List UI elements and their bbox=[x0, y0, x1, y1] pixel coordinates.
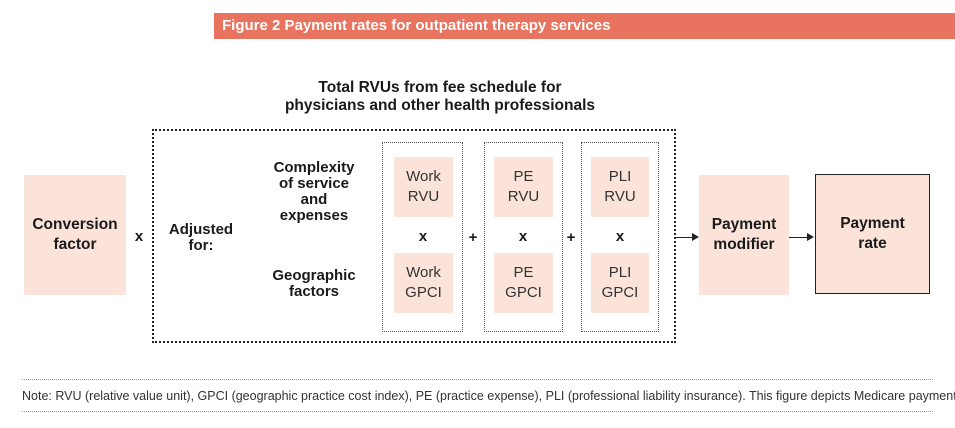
geographic-line1: Geographic bbox=[272, 267, 356, 284]
conversion-factor-box: Conversion factor bbox=[24, 175, 126, 295]
geographic-line2: factors bbox=[288, 283, 340, 300]
times-operator-pli: x bbox=[615, 228, 625, 245]
note-divider-bottom bbox=[22, 411, 933, 412]
pli-gpci-line2: GPCI bbox=[601, 284, 639, 301]
arrow-to-rate-head bbox=[807, 233, 814, 241]
complexity-line4: expenses bbox=[279, 207, 349, 224]
pli-column bbox=[581, 142, 659, 332]
complexity-label: Complexity of service and expenses bbox=[256, 160, 372, 224]
times-operator: x bbox=[134, 228, 144, 245]
work-rvu-line2: RVU bbox=[407, 188, 440, 205]
arrow-to-modifier-head bbox=[692, 233, 699, 241]
work-gpci-line2: GPCI bbox=[405, 284, 442, 301]
note-divider-top bbox=[22, 379, 933, 380]
conversion-factor-line2: factor bbox=[53, 236, 97, 253]
payment-rate-line2: rate bbox=[858, 235, 887, 252]
rvu-container bbox=[152, 129, 676, 343]
pli-rvu-line2: RVU bbox=[604, 188, 636, 205]
payment-modifier-box: Payment modifier bbox=[699, 175, 789, 295]
figure-title: Figure 2 Payment rates for outpatient th… bbox=[222, 17, 611, 34]
diagram-title-line2: physicians and other health professional… bbox=[284, 97, 596, 114]
footnote: Note: RVU (relative value unit), GPCI (g… bbox=[22, 389, 955, 403]
arrow-to-rate bbox=[789, 237, 809, 238]
pli-rvu-box: PLI RVU bbox=[591, 157, 649, 217]
payment-rate-line1: Payment bbox=[840, 215, 905, 232]
pe-gpci-line1: PE bbox=[513, 264, 534, 281]
payment-modifier-line2: modifier bbox=[713, 236, 775, 253]
work-column bbox=[382, 142, 463, 332]
pli-gpci-line1: PLI bbox=[608, 264, 632, 281]
payment-rate-box: Payment rate bbox=[815, 174, 930, 294]
pe-gpci-line2: GPCI bbox=[505, 284, 542, 301]
figure-banner: Figure 2 Payment rates for outpatient th… bbox=[214, 13, 955, 39]
complexity-line1: Complexity bbox=[273, 159, 355, 176]
adjusted-for-line1: Adjusted bbox=[168, 221, 234, 238]
diagram-title: Total RVUs from fee schedule for physici… bbox=[190, 79, 690, 115]
adjusted-for-line2: for: bbox=[188, 237, 214, 254]
complexity-line3: and bbox=[300, 191, 328, 208]
adjusted-for-label: Adjusted for: bbox=[162, 222, 240, 254]
payment-modifier-line1: Payment bbox=[711, 216, 777, 233]
diagram-title-line1: Total RVUs from fee schedule for bbox=[318, 79, 562, 96]
pe-rvu-line2: RVU bbox=[507, 188, 540, 205]
work-gpci-box: Work GPCI bbox=[394, 253, 453, 313]
geographic-label: Geographic factors bbox=[256, 268, 372, 300]
pe-column bbox=[484, 142, 563, 332]
pli-gpci-box: PLI GPCI bbox=[591, 253, 649, 313]
pe-rvu-box: PE RVU bbox=[494, 157, 553, 217]
pe-rvu-line1: PE bbox=[513, 168, 534, 185]
work-gpci-line1: Work bbox=[406, 264, 441, 281]
pe-gpci-box: PE GPCI bbox=[494, 253, 553, 313]
plus-operator: + bbox=[566, 229, 576, 246]
plus-operator: + bbox=[468, 229, 478, 246]
work-rvu-box: Work RVU bbox=[394, 157, 453, 217]
complexity-line2: of service bbox=[278, 175, 350, 192]
times-operator-work: x bbox=[418, 228, 428, 245]
work-rvu-line1: Work bbox=[406, 168, 441, 185]
conversion-factor-line1: Conversion bbox=[32, 216, 118, 233]
arrow-to-modifier bbox=[676, 237, 695, 238]
pli-rvu-line1: PLI bbox=[608, 168, 632, 185]
times-operator-pe: x bbox=[518, 228, 528, 245]
